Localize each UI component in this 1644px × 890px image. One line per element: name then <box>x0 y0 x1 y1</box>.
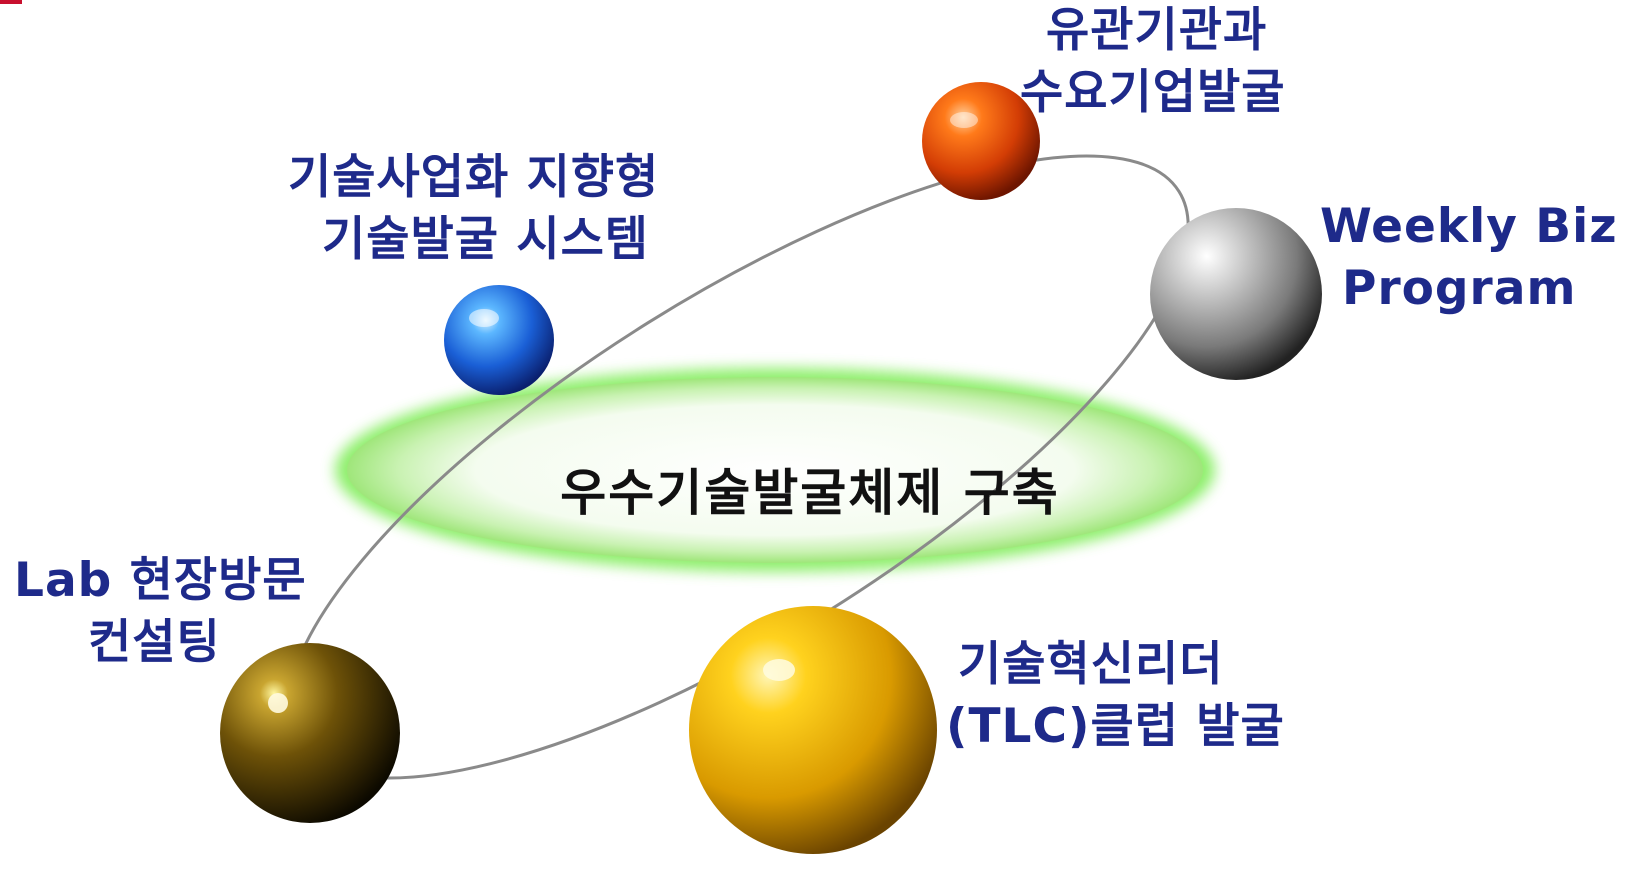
label-brown-line-2: 컨설팅 <box>88 615 221 670</box>
label-orange-node: 유관기관과 수요기업발굴 <box>1020 0 1285 124</box>
label-brown-node: Lab 현장방문 컨설팅 <box>14 550 307 674</box>
label-gold-node: 기술혁신리더 (TLC)클럽 발굴 <box>946 634 1285 758</box>
label-orange-line-1: 유관기관과 <box>1046 3 1268 58</box>
orange-sphere <box>922 82 1040 200</box>
gold-sphere <box>689 606 937 854</box>
center-ellipse <box>347 377 1203 563</box>
label-blue-node: 기술사업화 지향형 기술발굴 시스템 <box>288 147 659 271</box>
label-gray-node: Weekly Biz Program <box>1320 196 1618 320</box>
gray-sphere <box>1150 208 1322 380</box>
blue-sphere <box>444 285 554 395</box>
label-gold-line-2: (TLC)클럽 발굴 <box>946 699 1285 754</box>
center-title: 우수기술발굴체제 구축 <box>560 464 1060 522</box>
label-blue-line-1: 기술사업화 지향형 <box>288 150 660 205</box>
brown-sphere <box>220 643 400 823</box>
label-gray-line-2: Program <box>1342 261 1577 316</box>
corner-mark <box>0 0 22 4</box>
label-orange-line-2: 수요기업발굴 <box>1020 65 1286 120</box>
label-brown-line-1: Lab 현장방문 <box>14 553 307 608</box>
label-gold-line-1: 기술혁신리더 <box>958 637 1224 692</box>
label-blue-line-2: 기술발굴 시스템 <box>322 212 650 267</box>
label-gray-line-1: Weekly Biz <box>1320 199 1618 254</box>
